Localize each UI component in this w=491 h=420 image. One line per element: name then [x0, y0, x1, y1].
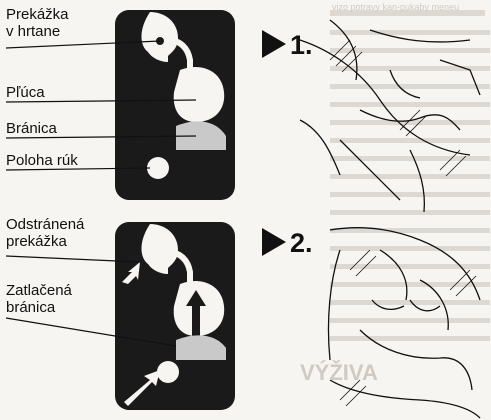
label-obstruction-larynx-line2: v hrtane: [6, 23, 69, 40]
background-text-line: vizo potravy kan-pukaby meneu: [332, 2, 487, 12]
label-removed-obstruction: Odstránená prekážka: [6, 216, 84, 250]
label-lungs: Pľúca: [6, 84, 45, 101]
label-diaphragm: Bránica: [6, 120, 57, 137]
label-obstruction-larynx: Prekážka v hrtane: [6, 6, 69, 40]
step-2-number: 2.: [290, 228, 313, 259]
step1-hatching: [330, 40, 466, 176]
label-removed-obstruction-line1: Odstránená: [6, 216, 84, 233]
label-obstruction-larynx-line1: Prekážka: [6, 6, 69, 23]
background-heading: VÝŽIVA: [300, 360, 378, 386]
step2-arrow-icon: [262, 228, 286, 256]
top-torso-figure: [115, 10, 235, 200]
hand-position-marker: [147, 157, 169, 179]
label-pushed-diaphragm-line2: bránica: [6, 299, 72, 316]
label-pushed-diaphragm: Zatlačená bránica: [6, 282, 72, 316]
label-hand-position: Poloha rúk: [6, 152, 78, 169]
bottom-torso-figure: [115, 222, 235, 410]
label-pushed-diaphragm-line1: Zatlačená: [6, 282, 72, 299]
step1-arrow-icon: [262, 30, 286, 58]
step-1-number: 1.: [290, 30, 313, 61]
label-removed-obstruction-line2: prekážka: [6, 233, 84, 250]
